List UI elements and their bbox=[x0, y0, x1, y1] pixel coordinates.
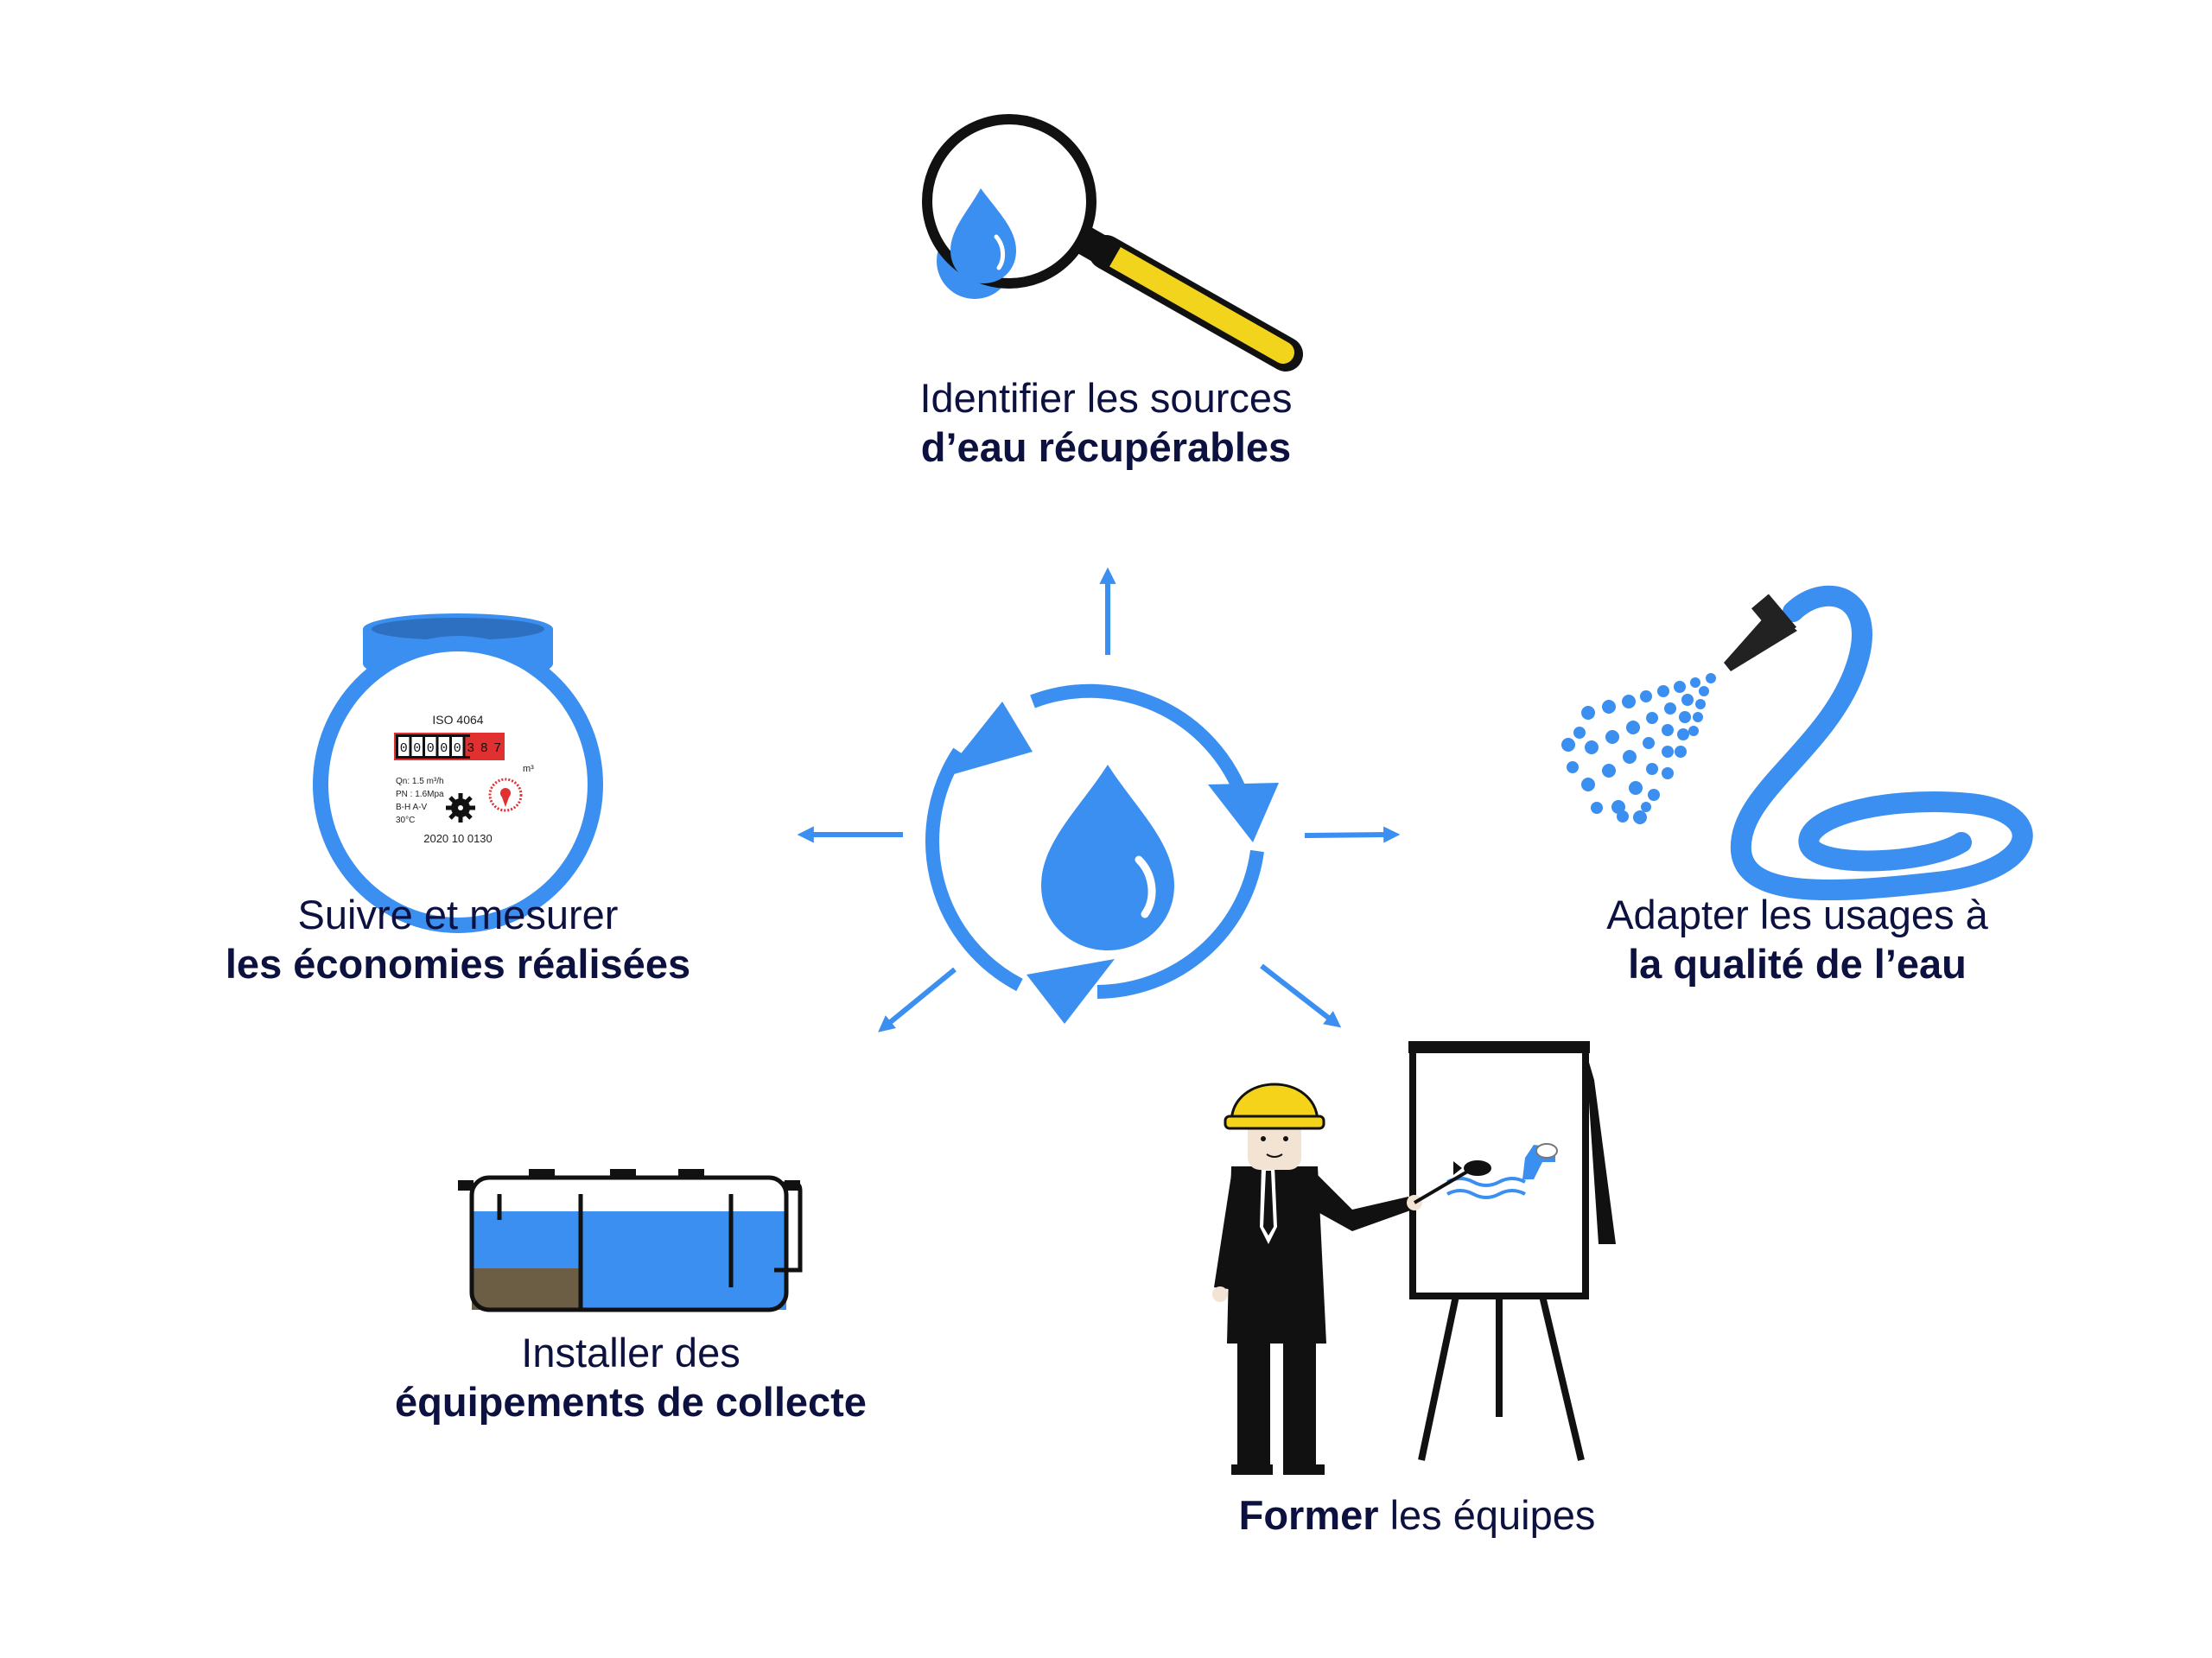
meter-digit: 7 bbox=[493, 741, 501, 756]
water-drop-cycle-icon bbox=[925, 683, 1279, 1024]
meter-digit: 0 bbox=[454, 741, 461, 756]
step-adapt-label: Adapter les usages à la qualité de l’eau bbox=[1529, 890, 2065, 988]
meter-unit: m³ bbox=[523, 764, 534, 774]
step-train-bold: Former bbox=[1238, 1492, 1379, 1538]
meter-digit: 0 bbox=[413, 741, 421, 756]
step-install-line1: Installer des bbox=[521, 1330, 741, 1375]
step-track-line2: les économies réalisées bbox=[225, 941, 691, 987]
arrow-to-train bbox=[1260, 963, 1342, 1028]
arrow-to-install bbox=[878, 967, 957, 1032]
step-identify-line2: d’eau récupérables bbox=[920, 424, 1292, 470]
step-train-regular: les équipes bbox=[1378, 1492, 1596, 1538]
radial-arrows bbox=[797, 567, 1401, 1032]
meter-spec-2: PN : 1.6Mpa bbox=[396, 790, 444, 799]
gear-icon bbox=[446, 793, 475, 823]
meter-digit-cell bbox=[411, 737, 423, 756]
meter-digit-cell bbox=[465, 737, 476, 756]
water-tank-icon bbox=[458, 1169, 803, 1312]
magnifier-icon bbox=[922, 114, 1303, 372]
meter-digit-cell bbox=[398, 737, 410, 756]
step-install-label: Installer des équipements de collecte bbox=[346, 1328, 916, 1426]
meter-digit: 3 bbox=[467, 741, 474, 756]
meter-spec-1: Qn: 1.5 m³/h bbox=[396, 777, 444, 786]
meter-digit: 0 bbox=[440, 741, 448, 756]
meter-digit-cell bbox=[479, 737, 490, 756]
trainer-flipchart-icon bbox=[1212, 1041, 1616, 1475]
meter-digit: 0 bbox=[400, 741, 408, 756]
step-track-line1: Suivre et mesurer bbox=[297, 892, 619, 937]
meter-digit-cell bbox=[492, 737, 503, 756]
meter-spec-4: 30°C bbox=[396, 816, 415, 825]
step-train-label: Former les équipes bbox=[1149, 1490, 1685, 1540]
meter-serial: 2020 10 0130 bbox=[423, 832, 493, 845]
step-install-line2: équipements de collecte bbox=[395, 1379, 867, 1425]
step-identify-line1: Identifier les sources bbox=[919, 375, 1293, 421]
meter-digit-cell bbox=[425, 737, 436, 756]
meter-digit-cell bbox=[438, 737, 449, 756]
step-adapt-line1: Adapter les usages à bbox=[1606, 892, 1988, 937]
meter-standard: ISO 4064 bbox=[432, 713, 483, 727]
meter-digit: 0 bbox=[427, 741, 435, 756]
meter-spec-3: B-H A-V bbox=[396, 803, 427, 812]
step-identify-label: Identifier les sources d’eau récupérable… bbox=[847, 373, 1365, 472]
step-adapt-line2: la qualité de l’eau bbox=[1628, 941, 1967, 987]
hose-spray-icon bbox=[1561, 585, 2033, 900]
dial-icon bbox=[488, 778, 523, 812]
meter-digit-cell bbox=[452, 737, 463, 756]
meter-digit: 8 bbox=[480, 741, 488, 756]
step-track-label: Suivre et mesurer les économies réalisée… bbox=[173, 890, 743, 988]
